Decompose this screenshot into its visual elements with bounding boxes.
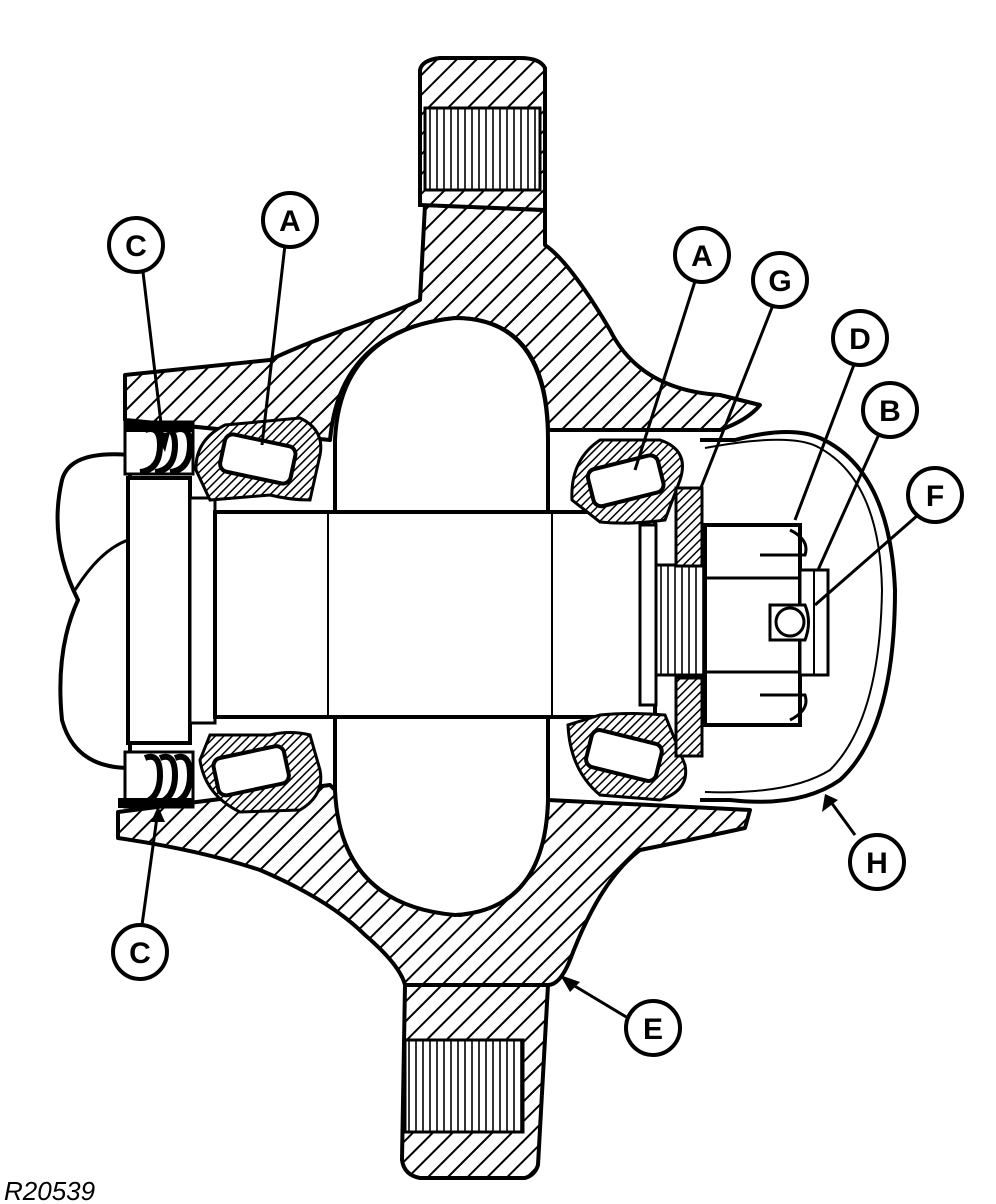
leader-e xyxy=(567,980,629,1020)
dust-cap xyxy=(700,430,898,804)
leader-arrowheads xyxy=(151,432,838,992)
thrust-washer-lower xyxy=(674,676,704,758)
callout-a-right-label: A xyxy=(691,240,713,273)
callout-d: D xyxy=(831,309,889,367)
leader-c-bottom xyxy=(140,809,160,926)
callout-c-top: C xyxy=(107,216,165,274)
callout-e: E xyxy=(624,999,682,1057)
spindle xyxy=(55,452,713,771)
arrowhead-c-bottom xyxy=(151,806,165,822)
callout-g-label: G xyxy=(768,265,791,298)
arrowhead-e xyxy=(560,975,580,992)
callout-c-bottom-label: C xyxy=(129,937,151,970)
callout-f-label: F xyxy=(926,480,944,513)
leader-f xyxy=(814,513,919,607)
cotter-pin xyxy=(768,603,810,642)
callout-a-right: A xyxy=(673,226,731,284)
spindle-bearing-seat-inner xyxy=(188,496,217,725)
leader-b xyxy=(816,431,882,571)
leader-h xyxy=(826,797,857,836)
dust-cap-inner-edge xyxy=(704,438,884,794)
grease-seal-lower xyxy=(118,750,195,809)
wheel-stud-lower xyxy=(403,1038,525,1134)
spindle-body xyxy=(213,510,657,719)
grease-seal-upper xyxy=(123,420,195,476)
callout-c-top-label: C xyxy=(125,230,147,263)
spindle-stub xyxy=(55,452,132,771)
callout-g: G xyxy=(751,251,809,309)
outer-bearing-upper xyxy=(570,438,684,525)
figure-id: R20539 xyxy=(4,1176,95,1204)
callout-a-left-label: A xyxy=(279,205,301,238)
callout-h: H xyxy=(848,833,906,891)
callout-b: B xyxy=(861,381,919,439)
leader-a-right xyxy=(633,274,699,471)
leader-d xyxy=(793,361,857,521)
inner-bearing-upper xyxy=(194,416,323,502)
spindle-shoulder xyxy=(126,476,192,745)
outer-bearing-lower xyxy=(566,712,688,802)
callout-a-left: A xyxy=(261,191,319,249)
leader-lines xyxy=(140,244,919,1020)
arrowhead-c-top xyxy=(156,432,170,452)
callout-e-label: E xyxy=(643,1013,663,1046)
thrust-washer-upper xyxy=(674,486,704,568)
hub-housing xyxy=(116,56,762,1180)
callout-d-label: D xyxy=(849,323,871,356)
spindle-profile-curve xyxy=(73,538,129,591)
arrowhead-h xyxy=(822,794,838,812)
spindle-bearing-seat-outer xyxy=(638,523,658,707)
leader-g xyxy=(698,299,777,491)
callout-c-bottom: C xyxy=(111,923,169,981)
callout-b-label: B xyxy=(879,395,901,428)
spindle-threaded-end xyxy=(654,563,713,677)
callout-f: F xyxy=(906,466,964,524)
leader-c-top xyxy=(141,271,165,441)
wheel-stud-upper xyxy=(423,106,542,192)
inner-bearing-lower xyxy=(198,731,323,814)
callout-h-label: H xyxy=(866,847,888,880)
leader-a-left xyxy=(260,244,287,446)
